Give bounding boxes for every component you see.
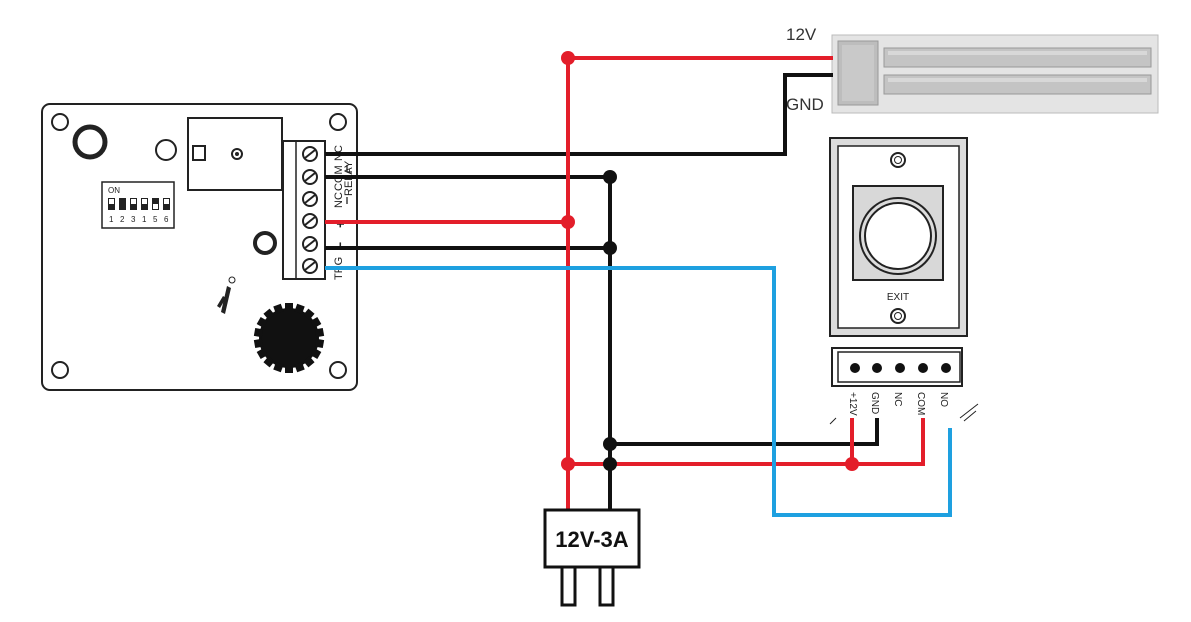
junction-red-bottom xyxy=(561,457,575,471)
junction-black-exit xyxy=(603,437,617,451)
exit-pin-4 xyxy=(918,363,928,373)
terminal-label-no: NC xyxy=(333,192,345,208)
terminal-screw-6 xyxy=(302,258,318,274)
exit-pin-label-gnd: GND xyxy=(869,392,880,414)
terminal-block xyxy=(282,140,326,280)
wire-blue-trg-to-exit-no xyxy=(325,266,952,517)
terminal-screw-5 xyxy=(302,236,318,252)
board-hole-small xyxy=(155,139,177,161)
exit-pin-3 xyxy=(895,363,905,373)
exit-pin-5 xyxy=(941,363,951,373)
dip-number-1: 1 xyxy=(109,215,114,224)
mount-hole-top-right xyxy=(329,113,347,131)
wires xyxy=(325,51,952,517)
dip-number-2: 2 xyxy=(120,215,125,224)
dip-switch: ON 1 2 3 1 5 6 xyxy=(101,181,175,229)
exit-pin-label-no: NO xyxy=(938,392,949,407)
mount-hole-bottom-left xyxy=(51,361,69,379)
dip-number-3: 3 xyxy=(131,215,136,224)
exit-button-plate: EXIT xyxy=(829,137,968,337)
mount-hole-top-left xyxy=(51,113,69,131)
junction-black-bottom xyxy=(603,457,617,471)
relay-bracket xyxy=(346,165,352,204)
dip-number-5: 5 xyxy=(153,215,158,224)
terminal-screw-4 xyxy=(302,213,318,229)
board-logo xyxy=(217,276,236,314)
terminal-screw-1 xyxy=(302,146,318,162)
buzzer-icon xyxy=(253,303,325,373)
magnetic-lock: 12V GND xyxy=(786,25,1159,114)
dip-on-label: ON xyxy=(108,186,120,195)
wire-black-exit-gnd xyxy=(610,418,879,446)
junction-black-com xyxy=(603,170,617,184)
exit-pin-label-nc: NC xyxy=(892,392,903,406)
board-ring-large xyxy=(72,124,108,160)
junction-black-minus xyxy=(603,241,617,255)
power-prong-right xyxy=(598,565,615,607)
relay-component xyxy=(187,117,283,191)
exit-pin-2 xyxy=(872,363,882,373)
exit-pin-1 xyxy=(850,363,860,373)
exit-pin-label-com: COM xyxy=(915,392,926,415)
power-prong-left xyxy=(560,565,577,607)
terminal-screw-3 xyxy=(302,191,318,207)
maglock-gnd-label: GND xyxy=(786,95,824,114)
power-supply: 12V-3A xyxy=(543,508,641,607)
exit-connector: +12V GND NC COM NO xyxy=(829,347,979,425)
wire-red-exit-bus xyxy=(568,418,925,466)
dip-number-4: 1 xyxy=(142,215,147,224)
terminal-label-minus: − xyxy=(332,242,348,250)
mount-hole-bottom-right xyxy=(329,361,347,379)
wire-black-relay-to-maglock-gnd xyxy=(325,73,833,156)
board-ring-medium xyxy=(253,231,277,255)
power-supply-label: 12V-3A xyxy=(555,527,628,552)
exit-pin-label-12v: +12V xyxy=(847,392,858,416)
junction-red-top xyxy=(561,51,575,65)
controller-board: ON 1 2 3 1 5 6 xyxy=(41,103,358,391)
exit-label: EXIT xyxy=(887,292,909,303)
junction-red-plus xyxy=(561,215,575,229)
junction-red-exit xyxy=(845,457,859,471)
dip-number-6: 6 xyxy=(164,215,169,224)
terminal-screw-2 xyxy=(302,169,318,185)
maglock-12v-label: 12V xyxy=(786,25,817,44)
